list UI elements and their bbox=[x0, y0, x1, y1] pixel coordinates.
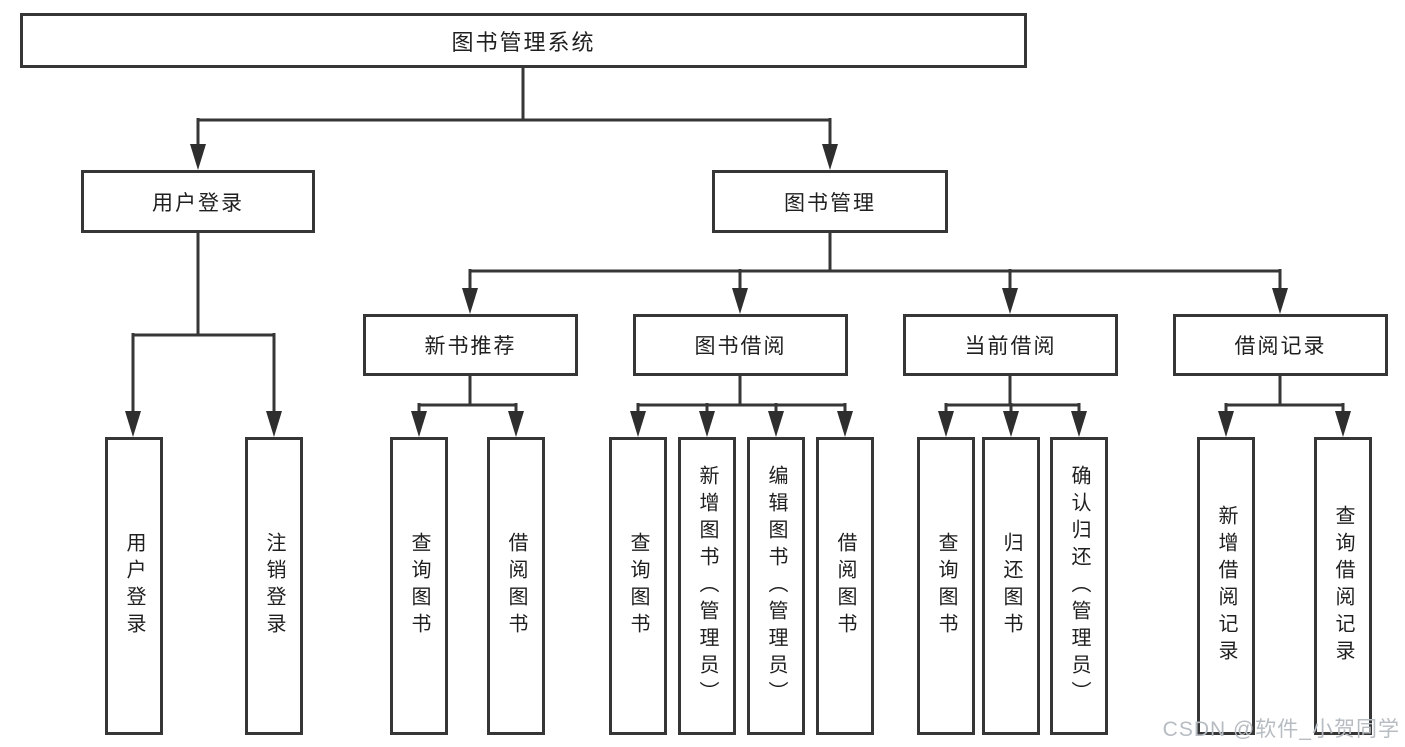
node-library-management-system: 图书管理系统 bbox=[20, 13, 1027, 68]
leaf-add-books-admin: 新增图书（管理员） bbox=[678, 437, 736, 735]
leaf-label: 查询图书 bbox=[935, 532, 957, 640]
leaf-label: 查询借阅记录 bbox=[1332, 505, 1354, 667]
node-user-login: 用户登录 bbox=[81, 170, 315, 233]
node-borrow-records: 借阅记录 bbox=[1173, 314, 1388, 376]
leaf-label: 查询图书 bbox=[408, 532, 430, 640]
leaf-logout: 注销登录 bbox=[245, 437, 303, 735]
leaf-label: 查询图书 bbox=[627, 532, 649, 640]
node-label: 新书推荐 bbox=[424, 335, 517, 358]
leaf-label: 确认归还（管理员） bbox=[1068, 464, 1090, 708]
leaf-confirm-return-admin: 确认归还（管理员） bbox=[1050, 437, 1108, 735]
node-label: 图书管理系统 bbox=[451, 29, 596, 55]
leaf-label: 用户登录 bbox=[123, 532, 145, 640]
node-label: 图书借阅 bbox=[694, 335, 787, 358]
leaf-add-borrow-record: 新增借阅记录 bbox=[1197, 437, 1255, 735]
leaf-label: 新增借阅记录 bbox=[1215, 505, 1237, 667]
leaf-label: 借阅图书 bbox=[505, 532, 527, 640]
leaf-borrow-books-recommend: 借阅图书 bbox=[487, 437, 545, 735]
leaf-query-books-recommend: 查询图书 bbox=[390, 437, 448, 735]
leaf-query-borrow-record: 查询借阅记录 bbox=[1314, 437, 1372, 735]
node-new-book-recommend: 新书推荐 bbox=[363, 314, 578, 376]
leaf-label: 注销登录 bbox=[263, 532, 285, 640]
leaf-label: 归还图书 bbox=[1000, 532, 1022, 640]
node-label: 图书管理 bbox=[784, 191, 876, 215]
leaf-query-books-borrow: 查询图书 bbox=[609, 437, 667, 735]
node-book-borrow: 图书借阅 bbox=[633, 314, 848, 376]
leaf-edit-books-admin: 编辑图书（管理员） bbox=[747, 437, 805, 735]
node-current-borrow: 当前借阅 bbox=[903, 314, 1118, 376]
leaf-borrow-books: 借阅图书 bbox=[816, 437, 874, 735]
leaf-label: 借阅图书 bbox=[834, 532, 856, 640]
node-label: 借阅记录 bbox=[1234, 335, 1327, 358]
leaf-query-books-current: 查询图书 bbox=[917, 437, 975, 735]
node-label: 用户登录 bbox=[152, 191, 244, 215]
leaf-user-login: 用户登录 bbox=[105, 437, 163, 735]
node-book-management: 图书管理 bbox=[712, 170, 948, 233]
leaf-label: 编辑图书（管理员） bbox=[765, 464, 787, 708]
csdn-watermark: CSDN @软件_小贺同学 bbox=[1162, 718, 1400, 741]
leaf-return-books: 归还图书 bbox=[982, 437, 1040, 735]
node-label: 当前借阅 bbox=[964, 335, 1057, 358]
leaf-label: 新增图书（管理员） bbox=[696, 464, 718, 708]
